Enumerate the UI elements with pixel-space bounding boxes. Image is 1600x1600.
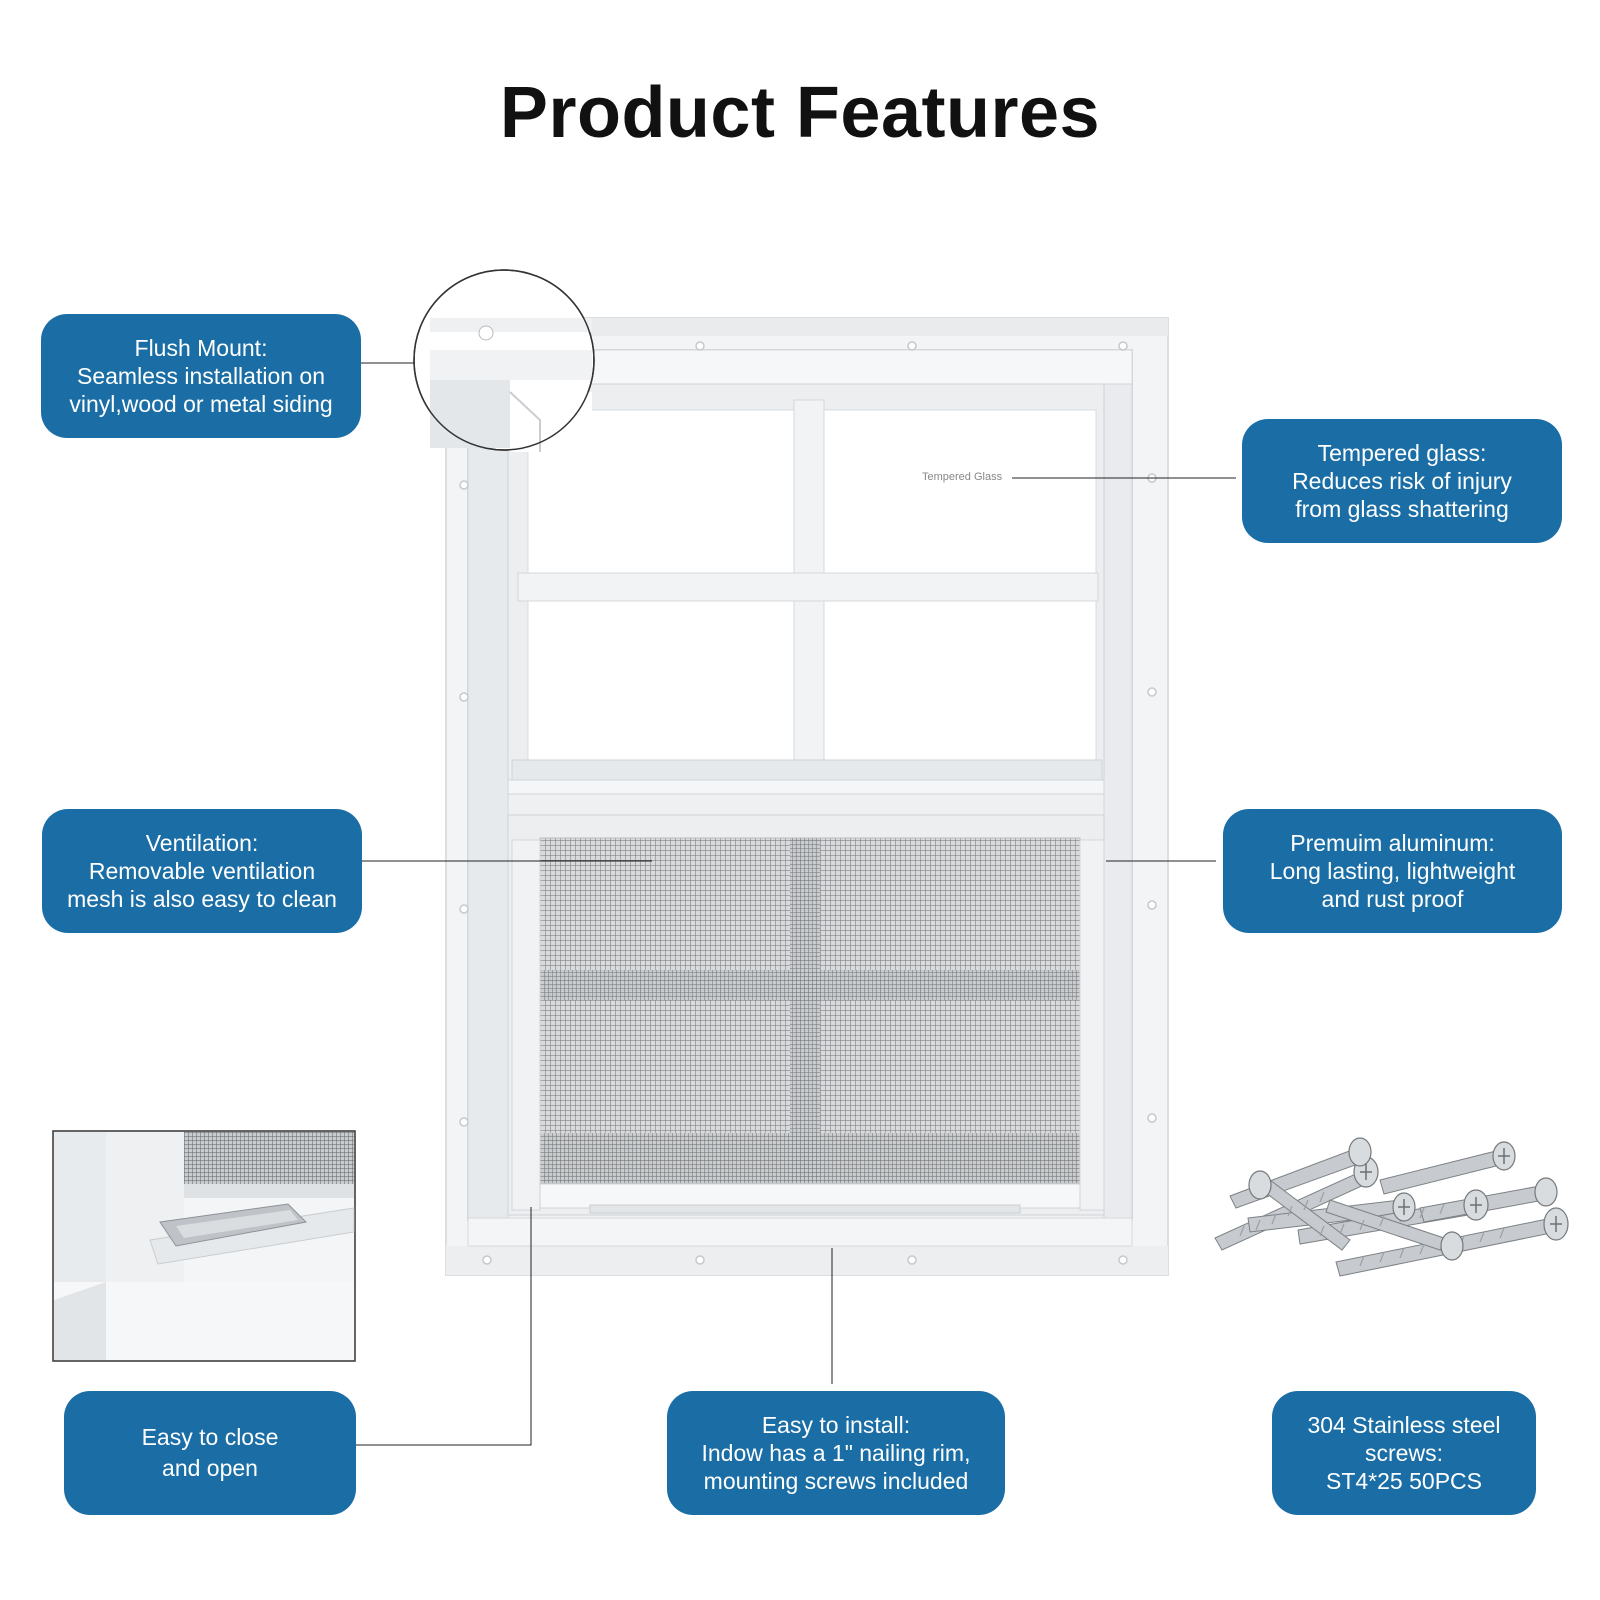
screws-image bbox=[1214, 1137, 1569, 1277]
badge-heading: Flush Mount: bbox=[134, 335, 268, 361]
page-title: Product Features bbox=[499, 73, 1101, 153]
badge-line: Long lasting, lightweight bbox=[1269, 858, 1516, 884]
badge-line: and rust proof bbox=[1321, 886, 1464, 912]
badge-line: mesh is also easy to clean bbox=[67, 886, 337, 912]
badge-heading: Tempered glass: bbox=[1317, 440, 1487, 466]
badge-heading: 304 Stainless steel bbox=[1307, 1412, 1501, 1438]
badge-line: ST4*25 50PCS bbox=[1326, 1468, 1482, 1494]
badge-heading: Easy to close bbox=[141, 1424, 279, 1450]
ventilation-badge: Ventilation: Removable ventilation mesh … bbox=[42, 809, 362, 933]
badge-line: Seamless installation on bbox=[76, 363, 326, 389]
badge-line: Reduces risk of injury bbox=[1292, 468, 1512, 494]
tempered-glass-badge: Tempered glass: Reduces risk of injury f… bbox=[1242, 419, 1562, 543]
easy-close-badge: Easy to close and open bbox=[64, 1391, 356, 1515]
badge-line: screws: bbox=[1365, 1440, 1443, 1466]
tempered-glass-image-label: Tempered Glass bbox=[922, 471, 1003, 483]
latch-detail-image bbox=[52, 1130, 356, 1362]
badge-line: Indow has a 1" nailing rim, bbox=[701, 1440, 971, 1466]
zoom-circle-icon bbox=[413, 269, 595, 452]
badge-heading: Easy to install: bbox=[761, 1412, 911, 1438]
badge-line: vinyl,wood or metal siding bbox=[69, 391, 333, 417]
badge-heading: Premuim aluminum: bbox=[1290, 830, 1495, 856]
easy-install-badge: Easy to install: Indow has a 1" nailing … bbox=[667, 1391, 1005, 1515]
premium-aluminum-badge: Premuim aluminum: Long lasting, lightwei… bbox=[1223, 809, 1562, 933]
badge-line: from glass shattering bbox=[1295, 496, 1509, 522]
badge-line: Removable ventilation bbox=[88, 858, 316, 884]
badge-heading: Ventilation: bbox=[145, 830, 259, 856]
badge-line: mounting screws included bbox=[703, 1468, 969, 1494]
badge-line: and open bbox=[162, 1455, 258, 1481]
flush-mount-badge: Flush Mount: Seamless installation on vi… bbox=[41, 314, 361, 438]
screws-badge: 304 Stainless steel screws: ST4*25 50PCS bbox=[1272, 1391, 1536, 1515]
